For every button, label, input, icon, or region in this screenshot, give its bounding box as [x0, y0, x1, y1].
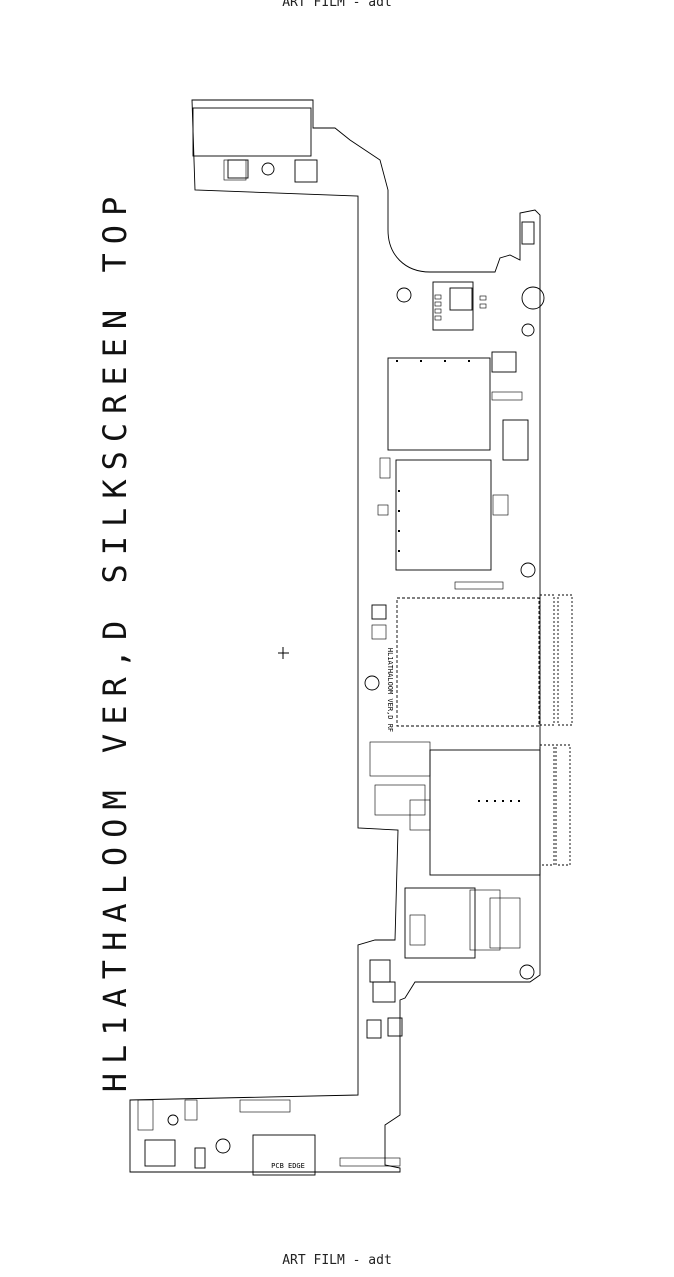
main-soc [387, 357, 491, 451]
header-bottom: ART FILM - adt [282, 1253, 392, 1268]
side-connector-upper [539, 594, 555, 726]
board-label: HL1ATHALOOM VER,D RF [386, 648, 394, 732]
secondary-chip [395, 459, 492, 571]
side-connector-lower [539, 744, 555, 866]
bottom-connector [252, 1134, 316, 1176]
header-top: ART FILM - adt [282, 0, 392, 10]
top-connector [192, 107, 312, 157]
board-outline [129, 99, 541, 1173]
rf-shield [396, 597, 540, 727]
pcb-edge-label: PCB EDGE [271, 1162, 305, 1170]
